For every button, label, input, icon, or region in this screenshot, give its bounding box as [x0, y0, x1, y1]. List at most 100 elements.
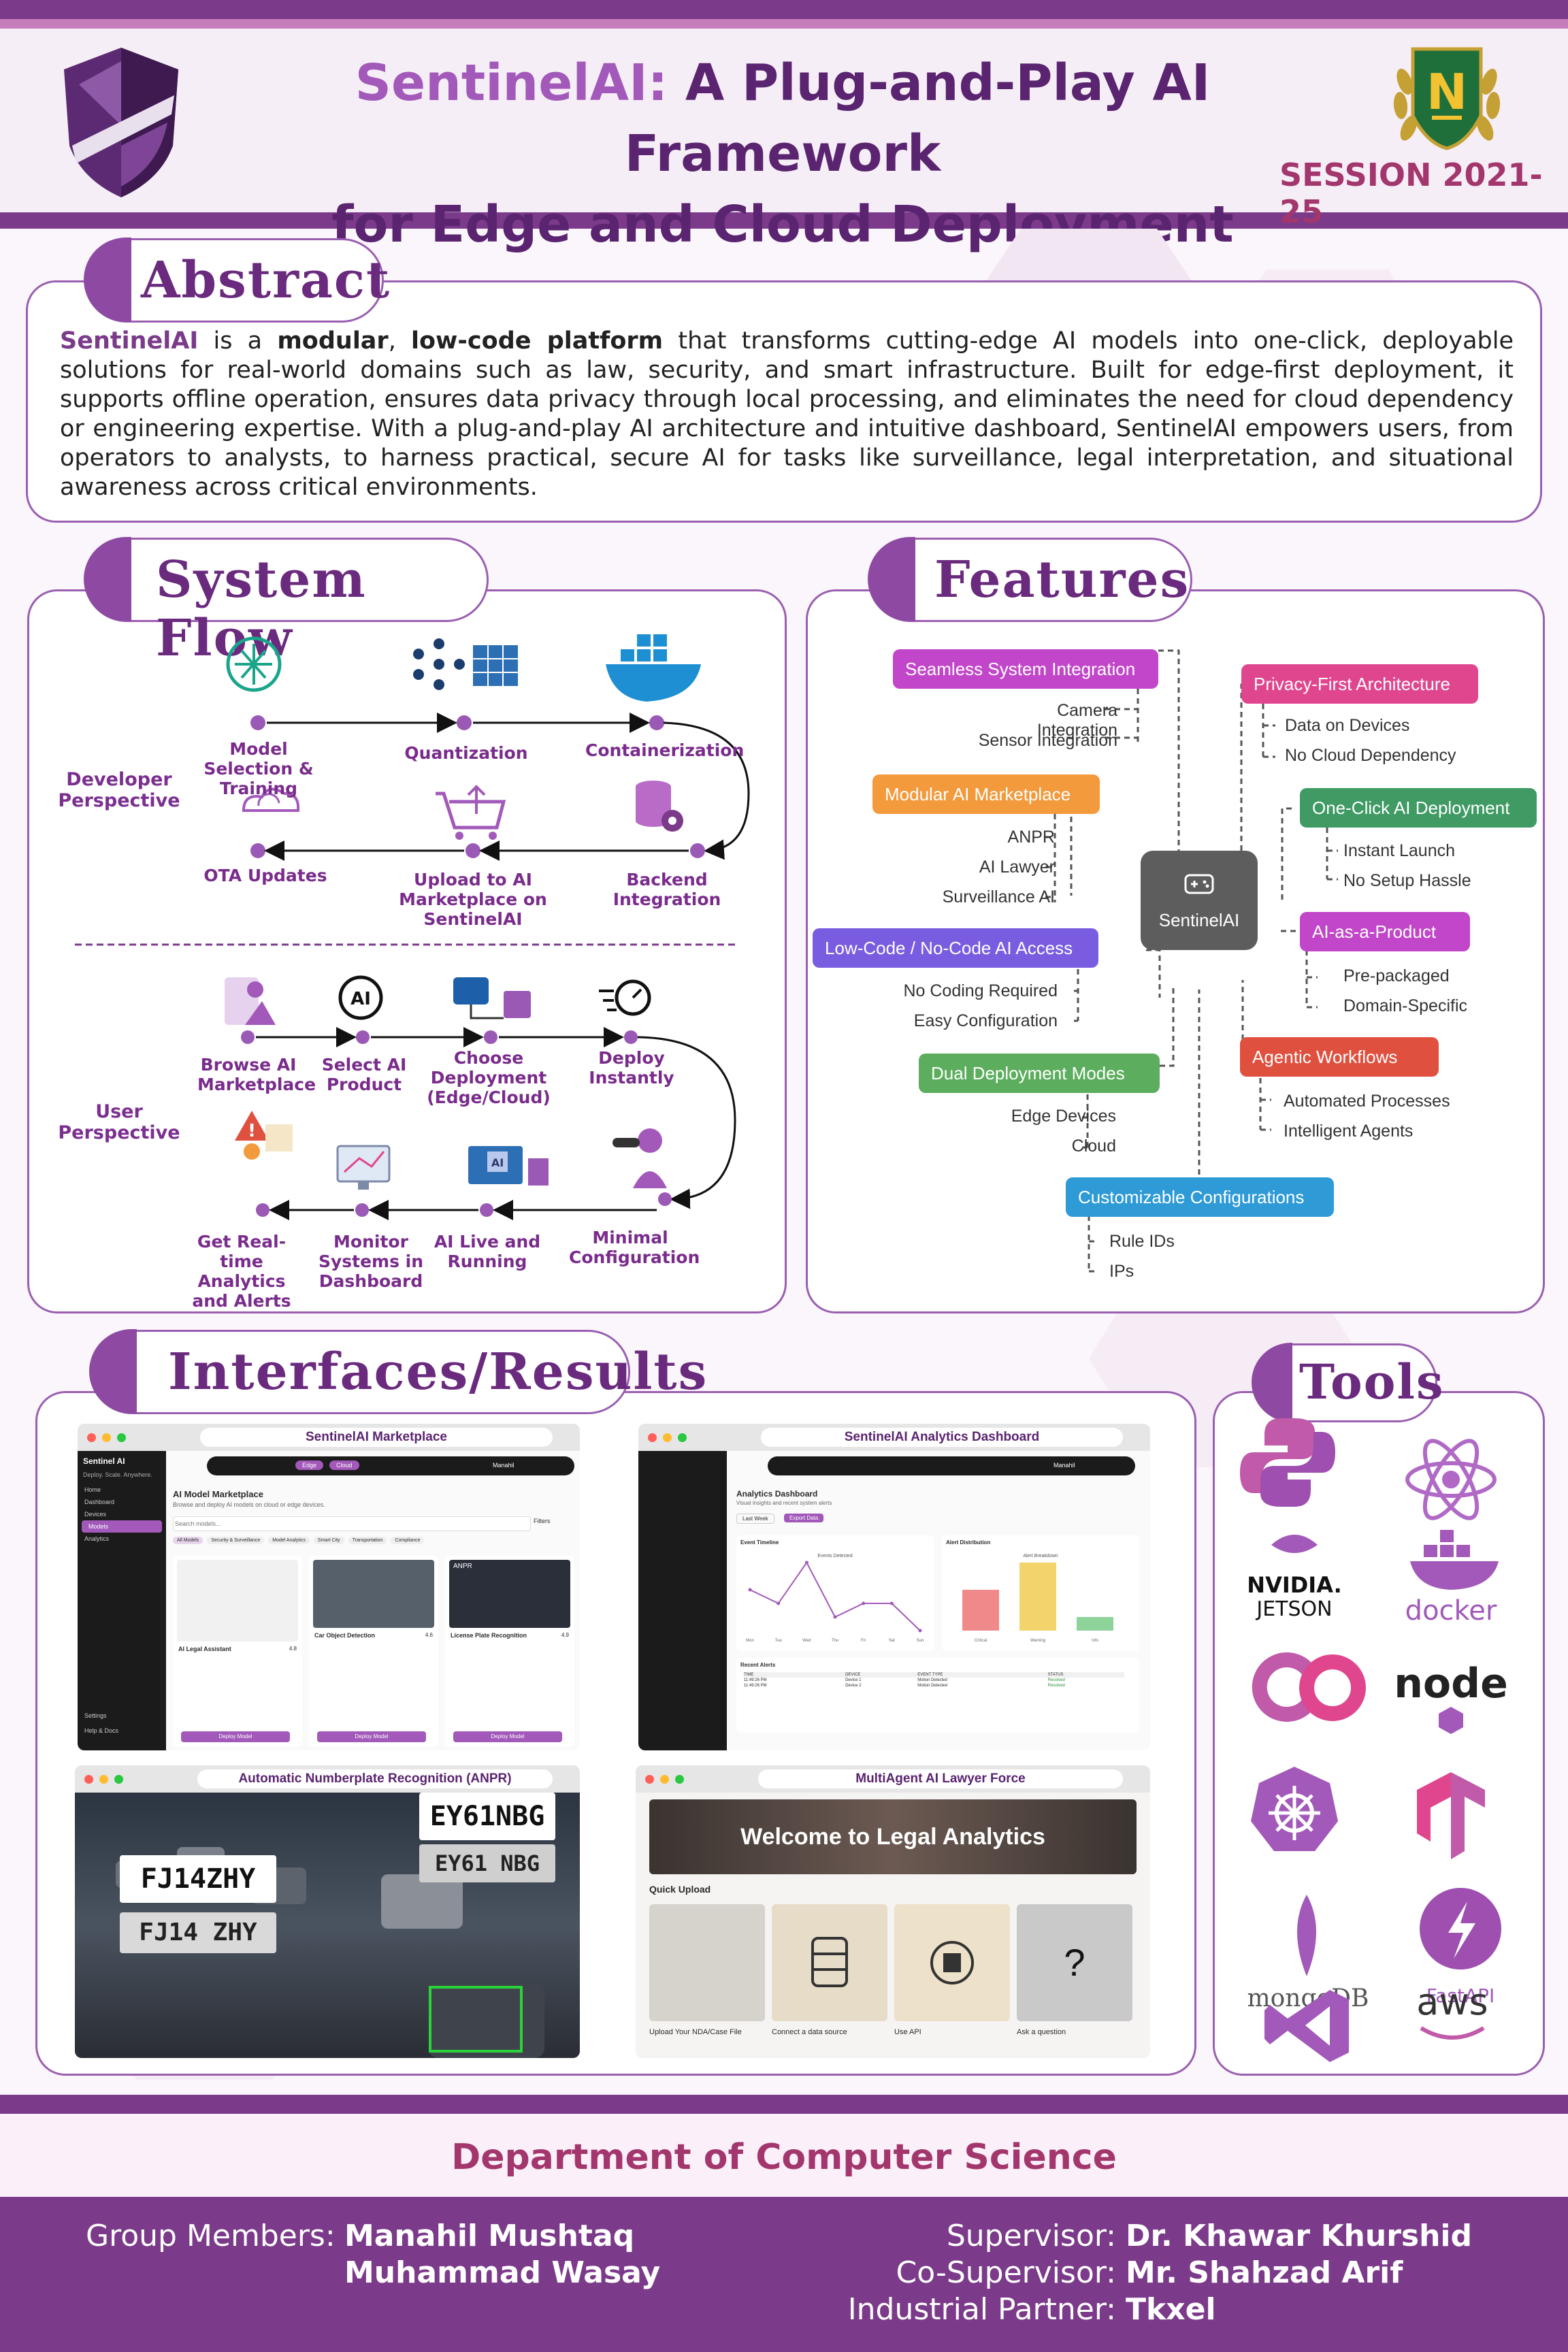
- sidebar-item-home[interactable]: Home: [84, 1486, 101, 1493]
- timeline-point: [748, 1588, 752, 1592]
- upload-file-tile[interactable]: [649, 1904, 765, 2021]
- timeline-legend: Events Detected: [817, 1554, 852, 1558]
- feature-label: Seamless System Integration: [905, 659, 1136, 679]
- node-label: node: [1394, 1660, 1508, 1708]
- feature-sub: IPs: [1109, 1262, 1134, 1281]
- features-heading: Features: [934, 551, 1190, 609]
- feature-label: Privacy-First Architecture: [1254, 674, 1450, 694]
- chip[interactable]: Transportation: [348, 1537, 387, 1544]
- svg-text:AI: AI: [350, 989, 371, 1009]
- range-select[interactable]: Last Week: [736, 1514, 774, 1524]
- timeline-x-tick: Fri: [861, 1639, 866, 1643]
- user-name[interactable]: Manahil: [493, 1462, 514, 1469]
- visual-studio-icon: [1264, 1990, 1349, 2062]
- plate-photo-1: FJ14 ZHY: [120, 1912, 276, 1953]
- quick-upload-label: Quick Upload: [649, 1884, 711, 1895]
- feature-sub: No Setup Hassle: [1343, 871, 1471, 890]
- timeline-series-line: [749, 1561, 921, 1631]
- tools-grid: NVIDIA. JETSON docker node mongoDB FastA…: [1240, 1418, 1508, 2062]
- chip[interactable]: Smart City: [313, 1537, 344, 1544]
- brain-circuit-icon: [226, 636, 282, 692]
- python-icon: [1240, 1418, 1335, 1507]
- model-card[interactable]: Car Object Detection 4.6 Deploy Model: [309, 1556, 438, 1746]
- feature-agentic-workflows: Agentic Workflows: [1240, 1037, 1439, 1077]
- industrial-partner-label: Industrial Partner:: [847, 2292, 1116, 2327]
- distribution-bar: [1077, 1617, 1113, 1631]
- feature-seamless-integration: Seamless System Integration: [893, 649, 1158, 689]
- abstract-bold-1: modular: [277, 327, 389, 355]
- sidebar-item-models[interactable]: Models: [82, 1520, 162, 1533]
- nvidia-label: NVIDIA.: [1247, 1572, 1341, 1598]
- model-card[interactable]: ANPR License Plate Recognition 4.9 Deplo…: [445, 1556, 574, 1746]
- tile-label: Use API: [894, 2028, 921, 2036]
- distribution-title: Alert Distribution: [946, 1539, 991, 1546]
- status-badge: Resolved: [1047, 1678, 1065, 1682]
- model-card[interactable]: AI Legal Assistant 4.8 Deploy Model: [173, 1556, 302, 1746]
- database-gear-icon: [636, 781, 683, 832]
- sidebar-app-tag: Deploy. Scale. Anywhere.: [83, 1471, 152, 1478]
- sidebar-item-settings[interactable]: Settings: [84, 1712, 107, 1719]
- abstract-heading-pill: Abstract: [84, 238, 389, 323]
- feature-sub: Data on Devices: [1285, 716, 1410, 735]
- connect-data-tile[interactable]: [772, 1904, 887, 2021]
- feature-privacy-first: Privacy-First Architecture: [1241, 664, 1478, 704]
- table-header: TIME: [744, 1673, 754, 1677]
- step-containerization: Containerization: [585, 740, 745, 760]
- tools-heading-pill: Tools: [1252, 1343, 1443, 1422]
- user-name[interactable]: Manahil: [1054, 1462, 1075, 1469]
- model-search-input[interactable]: [173, 1516, 531, 1531]
- step-quantization: Quantization: [404, 743, 528, 763]
- step-ota-updates: OTA Updates: [203, 866, 327, 885]
- feature-label: Dual Deployment Modes: [931, 1063, 1125, 1083]
- sidebar-item-help[interactable]: Help & Docs: [84, 1727, 119, 1734]
- chip[interactable]: Compliance: [391, 1537, 425, 1544]
- sidebar-item-analytics[interactable]: Analytics: [84, 1535, 110, 1542]
- deploy-model-button[interactable]: Deploy Model: [181, 1731, 290, 1742]
- svg-text:AI: AI: [491, 1156, 504, 1169]
- table-row[interactable]: 11:49:26 PM Device 2 Motion Detected Res…: [743, 1683, 1124, 1688]
- window-titlebar: MultiAgent AI Lawyer Force: [636, 1765, 1150, 1793]
- use-api-tile[interactable]: [894, 1904, 1010, 2021]
- analytics-page-title: Analytics Dashboard: [736, 1489, 818, 1499]
- abstract-brand: SentinelAI: [60, 327, 199, 355]
- edge-toggle[interactable]: Edge: [295, 1460, 324, 1470]
- svg-text:!: !: [248, 1121, 256, 1141]
- table-row[interactable]: 11:49:26 PM Device 1 Motion Detected Res…: [743, 1678, 1124, 1683]
- feature-sub: No Coding Required: [903, 981, 1058, 1000]
- distribution-bar: [962, 1590, 999, 1631]
- cloud-toggle[interactable]: Cloud: [329, 1460, 359, 1470]
- tile-label: Upload Your NDA/Case File: [649, 2028, 742, 2036]
- system-flow-heading-pill: System Flow: [84, 537, 489, 668]
- status-badge: Resolved: [1047, 1684, 1065, 1688]
- timeline-x-tick: Tue: [775, 1639, 783, 1643]
- alerts-title: Recent Alerts: [740, 1662, 776, 1668]
- export-data-button[interactable]: Export Data: [784, 1514, 824, 1522]
- center-node-label: SentinelAI: [1158, 910, 1240, 930]
- deploy-model-button[interactable]: Deploy Model: [317, 1731, 426, 1742]
- feature-sub: Domain-Specific: [1343, 996, 1468, 1015]
- chip[interactable]: All Models: [173, 1537, 203, 1544]
- interfaces-heading-pill: Interfaces/Results: [89, 1329, 706, 1414]
- feature-dual-deployment: Dual Deployment Modes: [919, 1054, 1160, 1093]
- chip[interactable]: Security & Surveillance: [207, 1537, 265, 1544]
- timeline-point: [918, 1629, 922, 1633]
- deploy-model-button[interactable]: Deploy Model: [453, 1731, 562, 1742]
- marketplace-sidebar: Sentinel AI Deploy. Scale. Anywhere. Hom…: [78, 1451, 166, 1750]
- sidebar-item-dashboard[interactable]: Dashboard: [84, 1499, 115, 1505]
- ask-question-tile[interactable]: ?: [1017, 1904, 1132, 2021]
- feature-sub: Sensor Integration: [978, 731, 1117, 750]
- timeline-x-tick: Thu: [832, 1639, 838, 1643]
- feature-sub: Rule IDs: [1109, 1232, 1175, 1251]
- chip[interactable]: Model Analytics: [268, 1537, 310, 1544]
- step-upload-marketplace: Upload to AI Marketplace on SentinelAI: [399, 870, 547, 929]
- feature-sub: AI Lawyer: [979, 858, 1055, 877]
- step-select-product: Select AI Product: [321, 1055, 407, 1094]
- feature-label: AI-as-a-Product: [1312, 921, 1437, 942]
- department-band: [0, 2114, 1568, 2197]
- sentinelai-center-node: SentinelAI: [1141, 851, 1258, 950]
- sidebar-item-devices[interactable]: Devices: [84, 1511, 107, 1518]
- filters-button[interactable]: Filters: [534, 1518, 551, 1524]
- window-titlebar: SentinelAI Marketplace: [78, 1424, 580, 1451]
- database-icon: [811, 1937, 848, 1987]
